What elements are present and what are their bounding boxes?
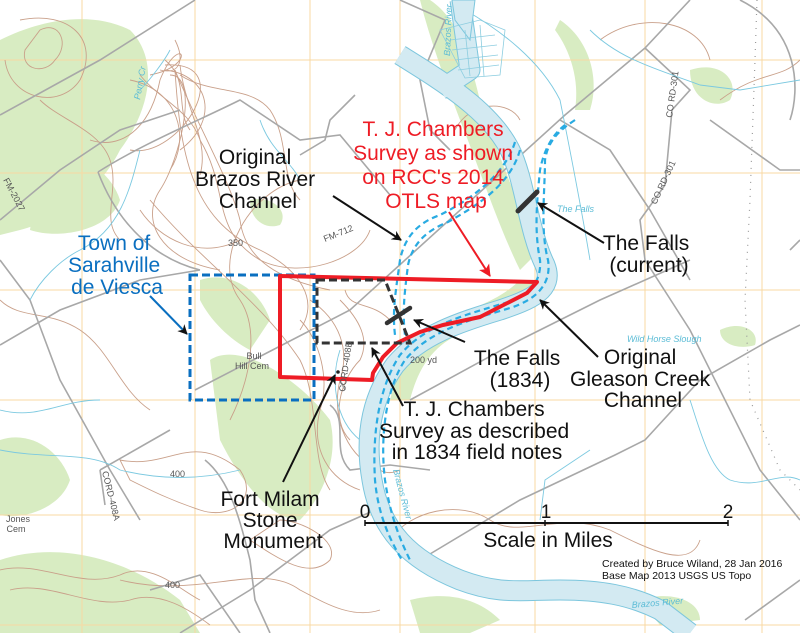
- falls-current-marker: [515, 189, 540, 214]
- arrow-town: [149, 295, 188, 335]
- label-brazos-top: Brazos River: [442, 3, 454, 56]
- label-200yd: 200 yd: [410, 355, 437, 365]
- vegetation-areas: [0, 0, 756, 633]
- contour-label-400b: 400: [165, 580, 180, 590]
- contour-label-400a: 400: [170, 469, 185, 479]
- contour-lines: [0, 17, 800, 626]
- annotation-falls-current: The Falls (current): [603, 232, 695, 277]
- label-falls-small: The Falls: [557, 204, 595, 214]
- railroad: [744, 0, 800, 491]
- arrow-gleason: [539, 299, 599, 358]
- arrow-chambers-otls: [448, 211, 491, 277]
- annotation-original-brazos: Original Brazos River Channel: [195, 146, 321, 213]
- annotation-chambers-otls: T. J. Chambers Survey as shown on RCC's …: [353, 118, 519, 213]
- annotation-chambers-1834: T. J. Chambers Survey as described in 18…: [379, 398, 575, 464]
- label-cord301a: CO RD-301: [664, 70, 680, 118]
- scale-bar: 0 1 2 Scale in Miles: [360, 502, 734, 552]
- label-brazos-mid: Brazos River: [391, 468, 414, 521]
- label-wild-horse-slough: Wild Horse Slough: [627, 334, 701, 344]
- scale-tick-0: 0: [360, 502, 371, 523]
- streams: [0, 9, 800, 521]
- arrow-falls-1834: [413, 318, 466, 343]
- survey-1834-outline: [315, 278, 413, 345]
- label-fm712: FM-712: [322, 223, 355, 244]
- credits: Created by Bruce Wiland, 28 Jan 2016 Bas…: [602, 558, 785, 582]
- scale-tick-2: 2: [723, 502, 734, 523]
- arrow-fort-milam: [282, 374, 336, 483]
- treatment-ponds: [439, 19, 506, 79]
- annotation-falls-1834: The Falls (1834): [474, 347, 566, 392]
- arrow-falls-current: [537, 202, 605, 244]
- monument-point: [336, 370, 340, 374]
- label-cord301b: CO RD-301: [649, 159, 678, 206]
- falls-1834-marker: [384, 305, 413, 326]
- scale-tick-1: 1: [541, 502, 552, 523]
- arrow-original-brazos: [332, 195, 402, 241]
- survey-otls-outline: [278, 274, 539, 382]
- scale-label: Scale in Miles: [483, 529, 613, 552]
- callout-arrows: [282, 195, 605, 483]
- annotation-fort-milam: Fort Milam Stone Monument: [220, 488, 325, 553]
- annotation-gleason: Original Gleason Creek Channel: [570, 346, 716, 412]
- label-brazos-bottom: Brazos River: [631, 595, 684, 610]
- contour-label-350: 350: [228, 238, 243, 248]
- town-boundary: [188, 273, 316, 402]
- label-cord408b: CORD-408B: [337, 341, 354, 392]
- annotation-town: Town of Sarahville de Viesca: [68, 232, 166, 299]
- arrow-chambers-1834: [371, 347, 404, 407]
